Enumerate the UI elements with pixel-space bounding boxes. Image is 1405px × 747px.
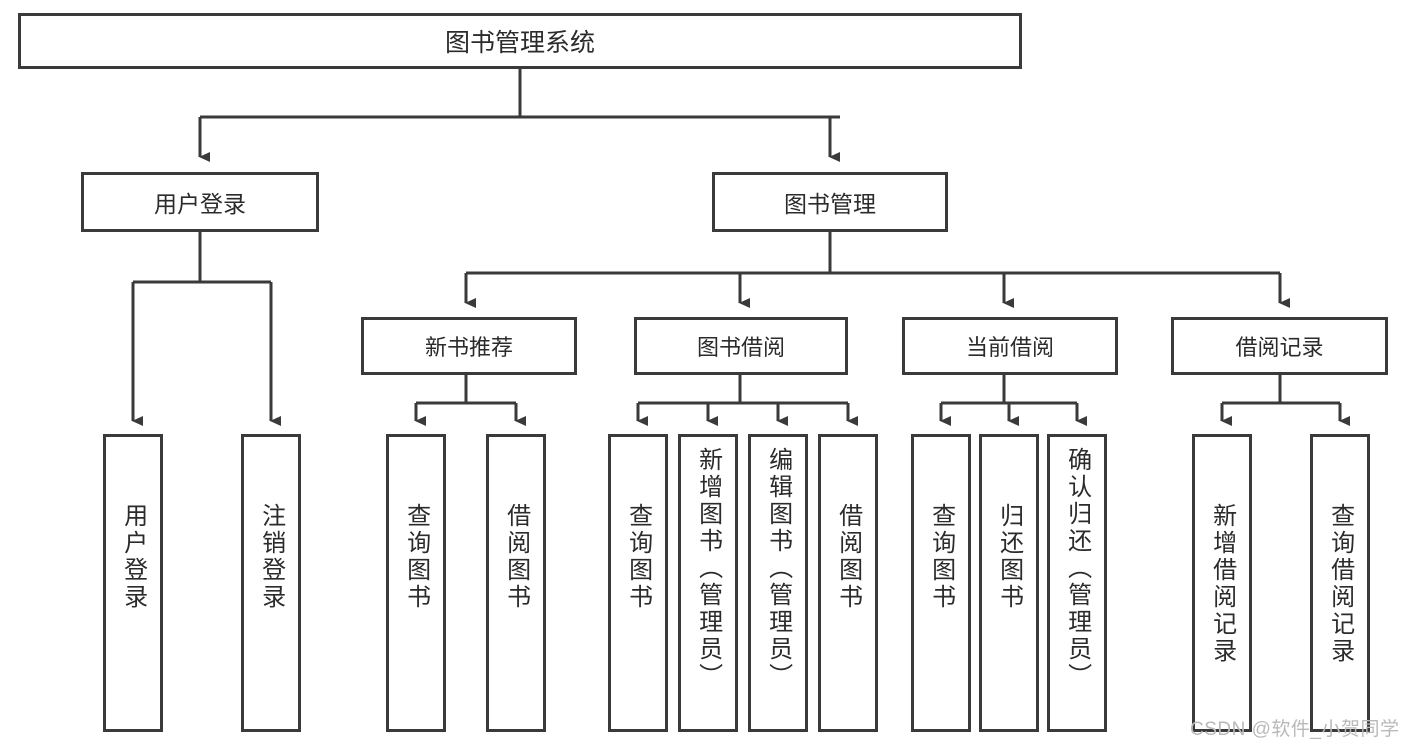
node-borrow-record[interactable]: 借阅记录 — [1171, 317, 1388, 375]
leaf-current-query-book[interactable]: 查询图书 — [911, 434, 971, 732]
csdn-watermark: CSDN @软件_小贺同学 — [1190, 719, 1400, 740]
node-label: 图书管理 — [784, 191, 876, 217]
leaf-label: 查询图书 — [402, 503, 430, 611]
leaf-user-login-signout[interactable]: 注销登录 — [241, 434, 301, 732]
leaf-borrow-edit-book-admin[interactable]: 编辑图书（管理员） — [748, 434, 808, 732]
leaf-label: 查询图书 — [927, 503, 955, 611]
leaf-borrow-query-book[interactable]: 查询图书 — [608, 434, 668, 732]
leaf-current-confirm-return-admin[interactable]: 确认归还（管理员） — [1047, 434, 1107, 732]
leaf-borrow-borrow-book[interactable]: 借阅图书 — [818, 434, 878, 732]
leaf-label: 借阅图书 — [502, 503, 530, 611]
node-label: 图书管理系统 — [444, 29, 595, 57]
leaf-label: 编辑图书（管理员） — [764, 447, 792, 690]
leaf-label: 归还图书 — [995, 503, 1023, 611]
leaf-label: 借阅图书 — [834, 503, 862, 611]
node-current-borrow[interactable]: 当前借阅 — [902, 317, 1118, 375]
leaf-label: 查询借阅记录 — [1326, 503, 1354, 665]
leaf-user-login-signin[interactable]: 用户登录 — [103, 434, 163, 732]
node-new-book-recommend[interactable]: 新书推荐 — [361, 317, 577, 375]
node-user-login[interactable]: 用户登录 — [81, 172, 319, 232]
node-label: 图书借阅 — [696, 335, 785, 360]
leaf-record-add-record[interactable]: 新增借阅记录 — [1192, 434, 1252, 732]
leaf-label: 注销登录 — [257, 503, 285, 611]
leaf-label: 用户登录 — [119, 503, 147, 611]
node-label: 新书推荐 — [424, 335, 513, 360]
node-label: 用户登录 — [154, 191, 246, 217]
node-label: 借阅记录 — [1235, 335, 1324, 360]
leaf-borrow-add-book-admin[interactable]: 新增图书（管理员） — [678, 434, 738, 732]
leaf-label: 确认归还（管理员） — [1063, 447, 1091, 690]
node-root-system[interactable]: 图书管理系统 — [18, 13, 1022, 69]
leaf-label: 查询图书 — [624, 503, 652, 611]
leaf-label: 新增借阅记录 — [1208, 503, 1236, 665]
node-label: 当前借阅 — [965, 335, 1054, 360]
leaf-current-return-book[interactable]: 归还图书 — [979, 434, 1039, 732]
leaf-record-query-record[interactable]: 查询借阅记录 — [1310, 434, 1370, 732]
leaf-recommend-borrow-book[interactable]: 借阅图书 — [486, 434, 546, 732]
leaf-recommend-query-book[interactable]: 查询图书 — [386, 434, 446, 732]
node-book-management[interactable]: 图书管理 — [712, 172, 948, 232]
leaf-label: 新增图书（管理员） — [694, 447, 722, 690]
node-book-borrow[interactable]: 图书借阅 — [634, 317, 848, 375]
